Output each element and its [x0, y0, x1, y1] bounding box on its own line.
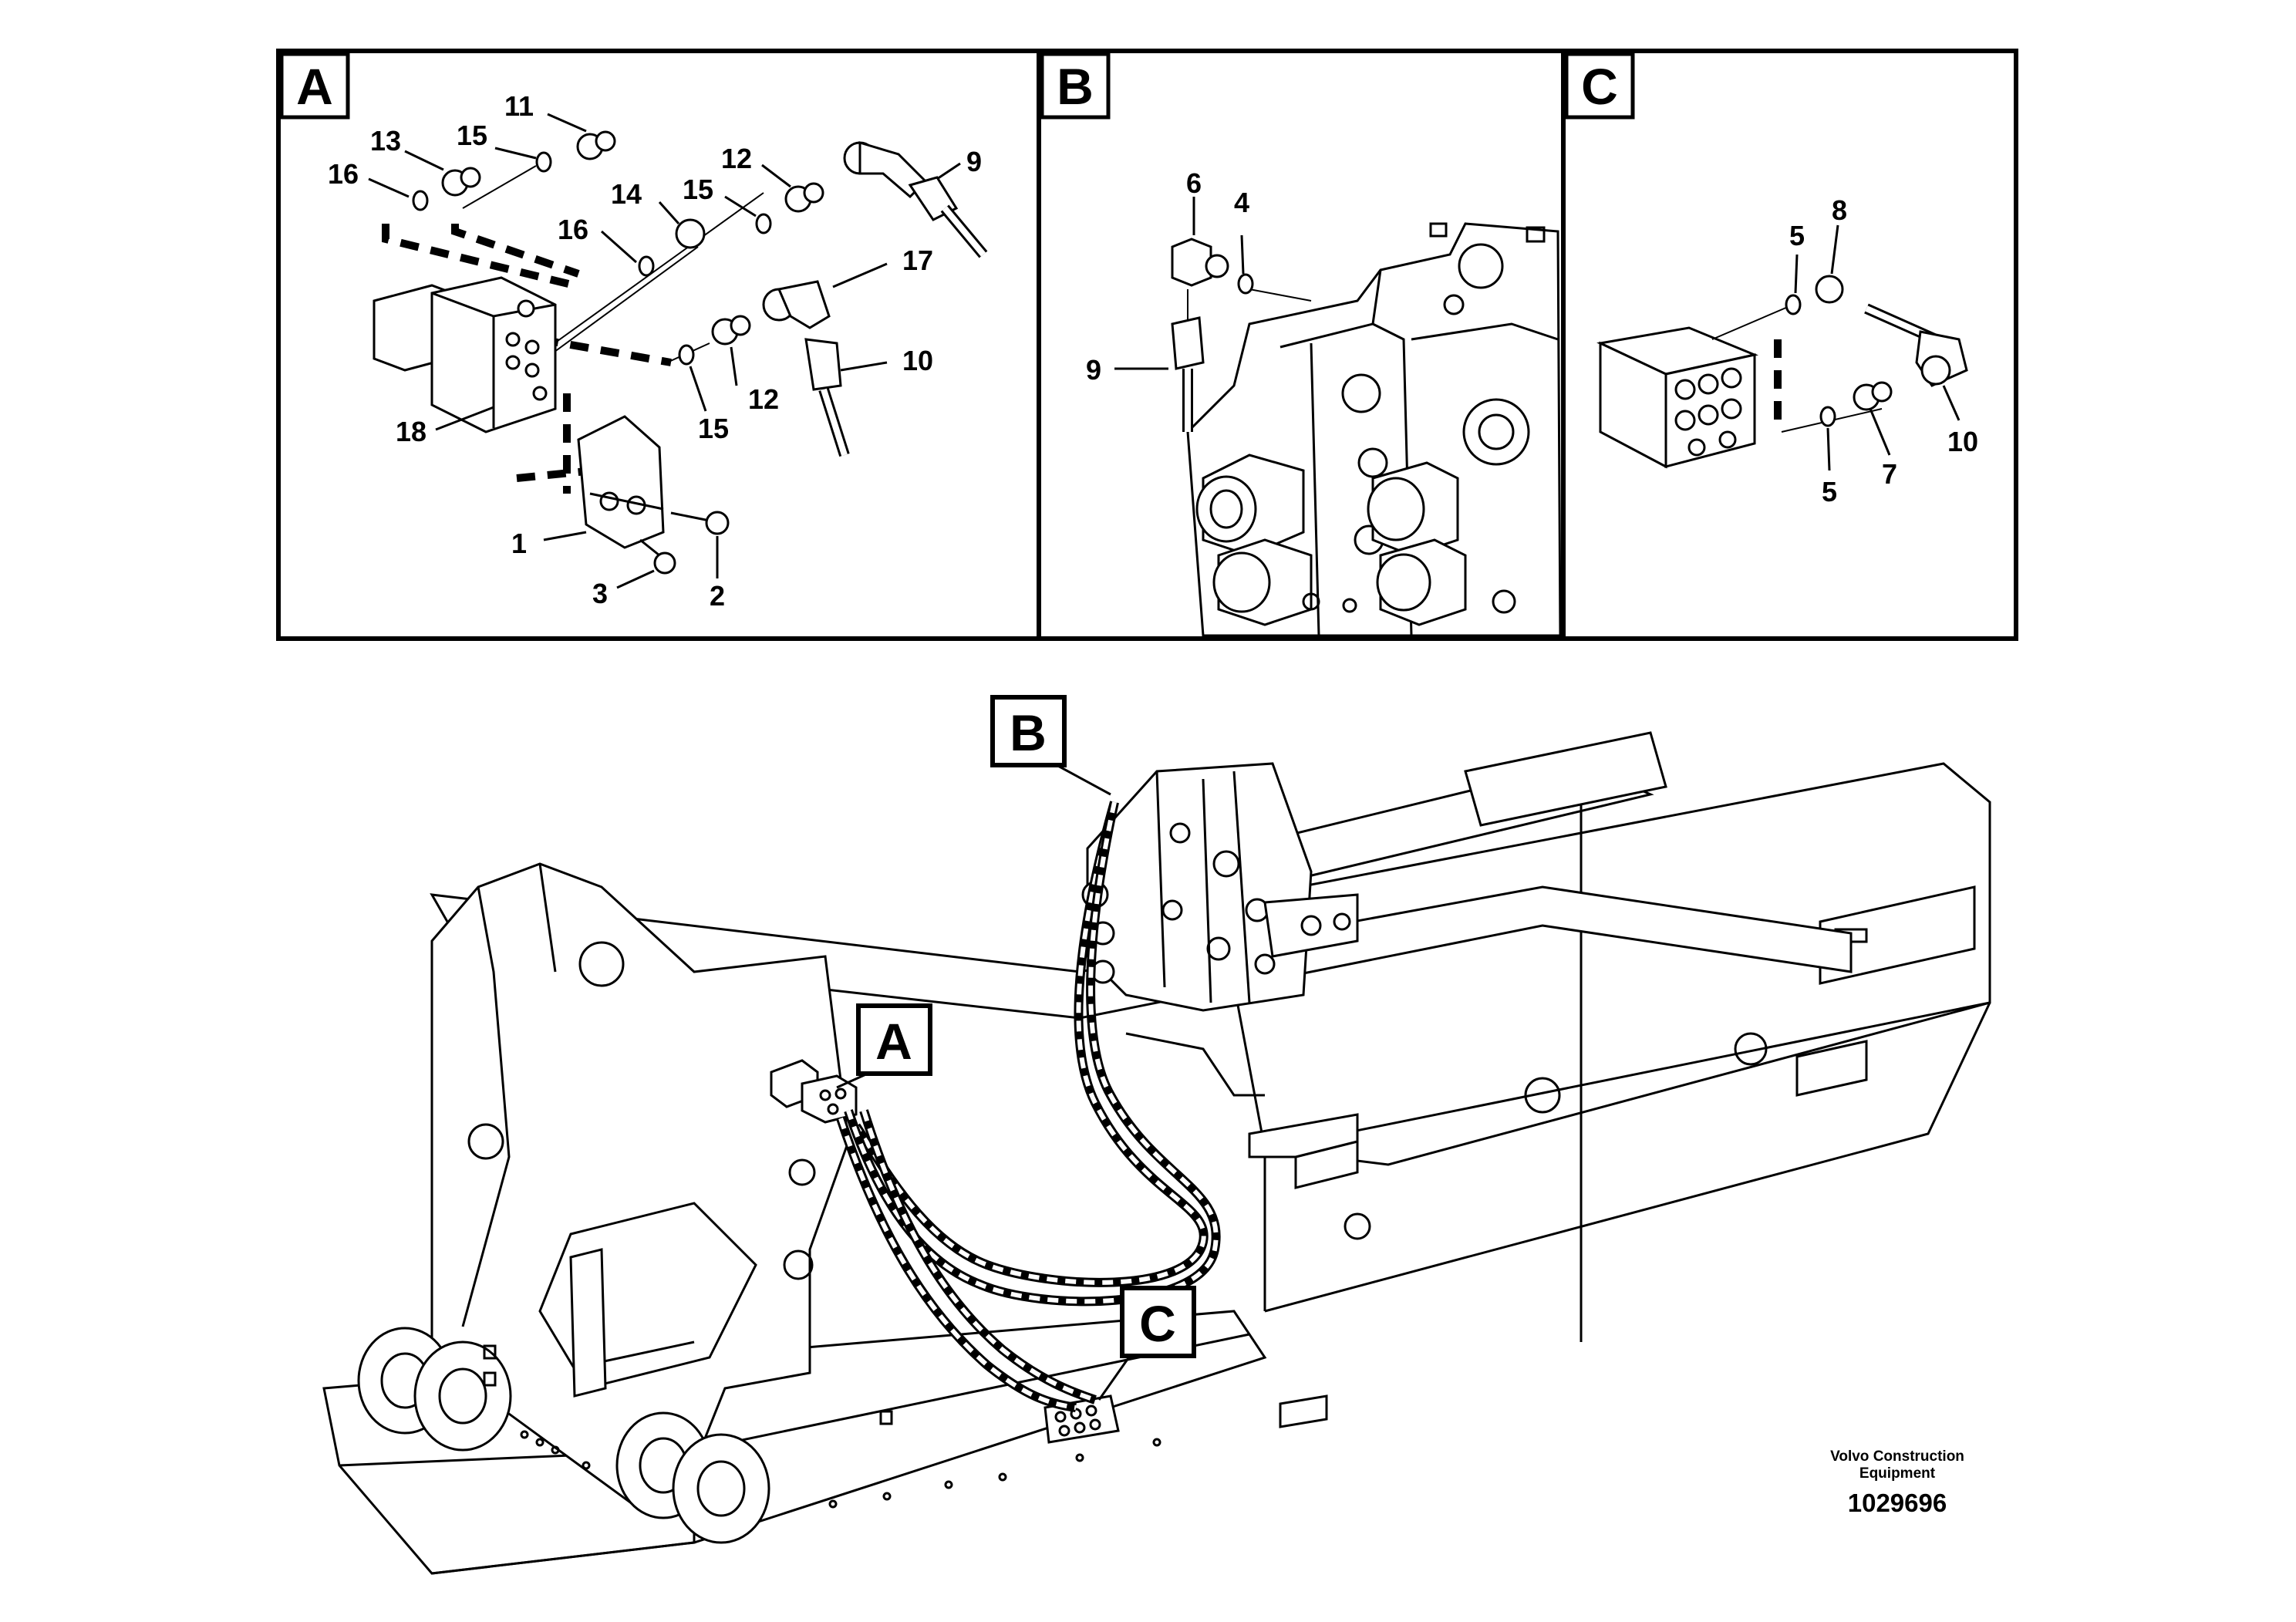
plug-14: [675, 218, 706, 249]
brand-text: Volvo Construction Equipment: [1774, 1448, 2021, 1482]
callout-16b: 16: [558, 214, 588, 245]
callout-14: 14: [611, 178, 642, 210]
plug-8: [1815, 275, 1844, 304]
callout-8: 8: [1832, 194, 1847, 226]
callout-16: 16: [328, 158, 359, 190]
seal-15: [535, 151, 552, 173]
seal-15c: [678, 344, 695, 366]
adapter-7: [1853, 381, 1893, 411]
overview-letter-c: C: [1139, 1295, 1176, 1352]
manifold-overview: [770, 1059, 858, 1124]
callout-15b: 15: [683, 174, 713, 205]
callout-11: 11: [504, 90, 534, 122]
callout-15: 15: [457, 120, 487, 151]
brand-line-2: Equipment: [1859, 1465, 1936, 1482]
hose-9b: [1171, 289, 1205, 432]
seal-5b: [1819, 406, 1836, 427]
elbow-17: [762, 280, 831, 329]
panel-c-label-box: [1564, 52, 1635, 120]
seal-5: [1785, 294, 1802, 315]
seal-16: [412, 190, 429, 211]
adapter-12b: [711, 315, 751, 346]
plate-holes: [520, 1430, 1161, 1509]
panel-a-label-box: [279, 52, 350, 120]
callout-4: 4: [1234, 187, 1249, 218]
bracket-1: [577, 415, 665, 549]
seal-4: [1237, 273, 1254, 295]
hose-routing: [836, 801, 1221, 1412]
detail-panel-b: B: [1040, 52, 1562, 637]
callout-12: 12: [721, 143, 752, 174]
overview-label-b: B: [990, 695, 1111, 796]
callout-18: 18: [396, 416, 426, 447]
callout-9b: 9: [1086, 354, 1101, 386]
nipple-11: [576, 130, 616, 160]
control-valve: [1186, 222, 1562, 637]
overview-label-c: C: [1097, 1286, 1196, 1401]
overview-label-a: A: [836, 1003, 932, 1089]
foot-lugs: [357, 1327, 770, 1544]
callout-10b: 10: [1947, 426, 1978, 457]
callout-6: 6: [1186, 167, 1202, 199]
panel-b-label-box: [1040, 52, 1111, 120]
hose-9: [843, 140, 988, 258]
distribution-block: [1596, 326, 1759, 469]
callout-1: 1: [511, 528, 527, 559]
callout-15c: 15: [698, 413, 729, 444]
callout-3: 3: [592, 578, 608, 609]
panel-b-letter: B: [1057, 58, 1094, 115]
callout-9: 9: [966, 146, 982, 177]
upper-frame-overview: [322, 731, 1991, 1575]
bolt-3: [639, 538, 676, 575]
seal-15b: [755, 213, 772, 234]
part-number: 1029696: [1847, 1489, 1947, 1517]
seal-16b: [638, 255, 655, 277]
detail-panel-a: A: [279, 52, 988, 612]
callout-10: 10: [902, 345, 933, 376]
manifold-block-18: [373, 276, 557, 433]
callout-17: 17: [902, 244, 933, 276]
hose-10: [804, 338, 850, 457]
callout-12b: 12: [748, 383, 779, 415]
nipple-13: [441, 167, 481, 197]
overview-letter-b: B: [1010, 704, 1047, 761]
bolt-2: [670, 511, 730, 535]
callout-7: 7: [1882, 458, 1897, 490]
callout-5: 5: [1789, 220, 1805, 251]
callout-5b: 5: [1822, 476, 1837, 508]
detail-panel-c: C: [1564, 52, 1978, 508]
callout-2: 2: [710, 580, 725, 612]
hose-10b: [1864, 303, 1968, 387]
panel-a-letter: A: [296, 58, 333, 115]
detail-frame: [276, 49, 2018, 641]
overview-letter-a: A: [875, 1013, 912, 1070]
adapter-12: [784, 182, 824, 213]
brand-line-1: Volvo Construction: [1830, 1448, 1964, 1465]
panel-c-letter: C: [1581, 58, 1618, 115]
elbow-6: [1171, 238, 1229, 287]
control-valve-overview: [1081, 762, 1359, 1012]
callout-13: 13: [370, 125, 401, 157]
